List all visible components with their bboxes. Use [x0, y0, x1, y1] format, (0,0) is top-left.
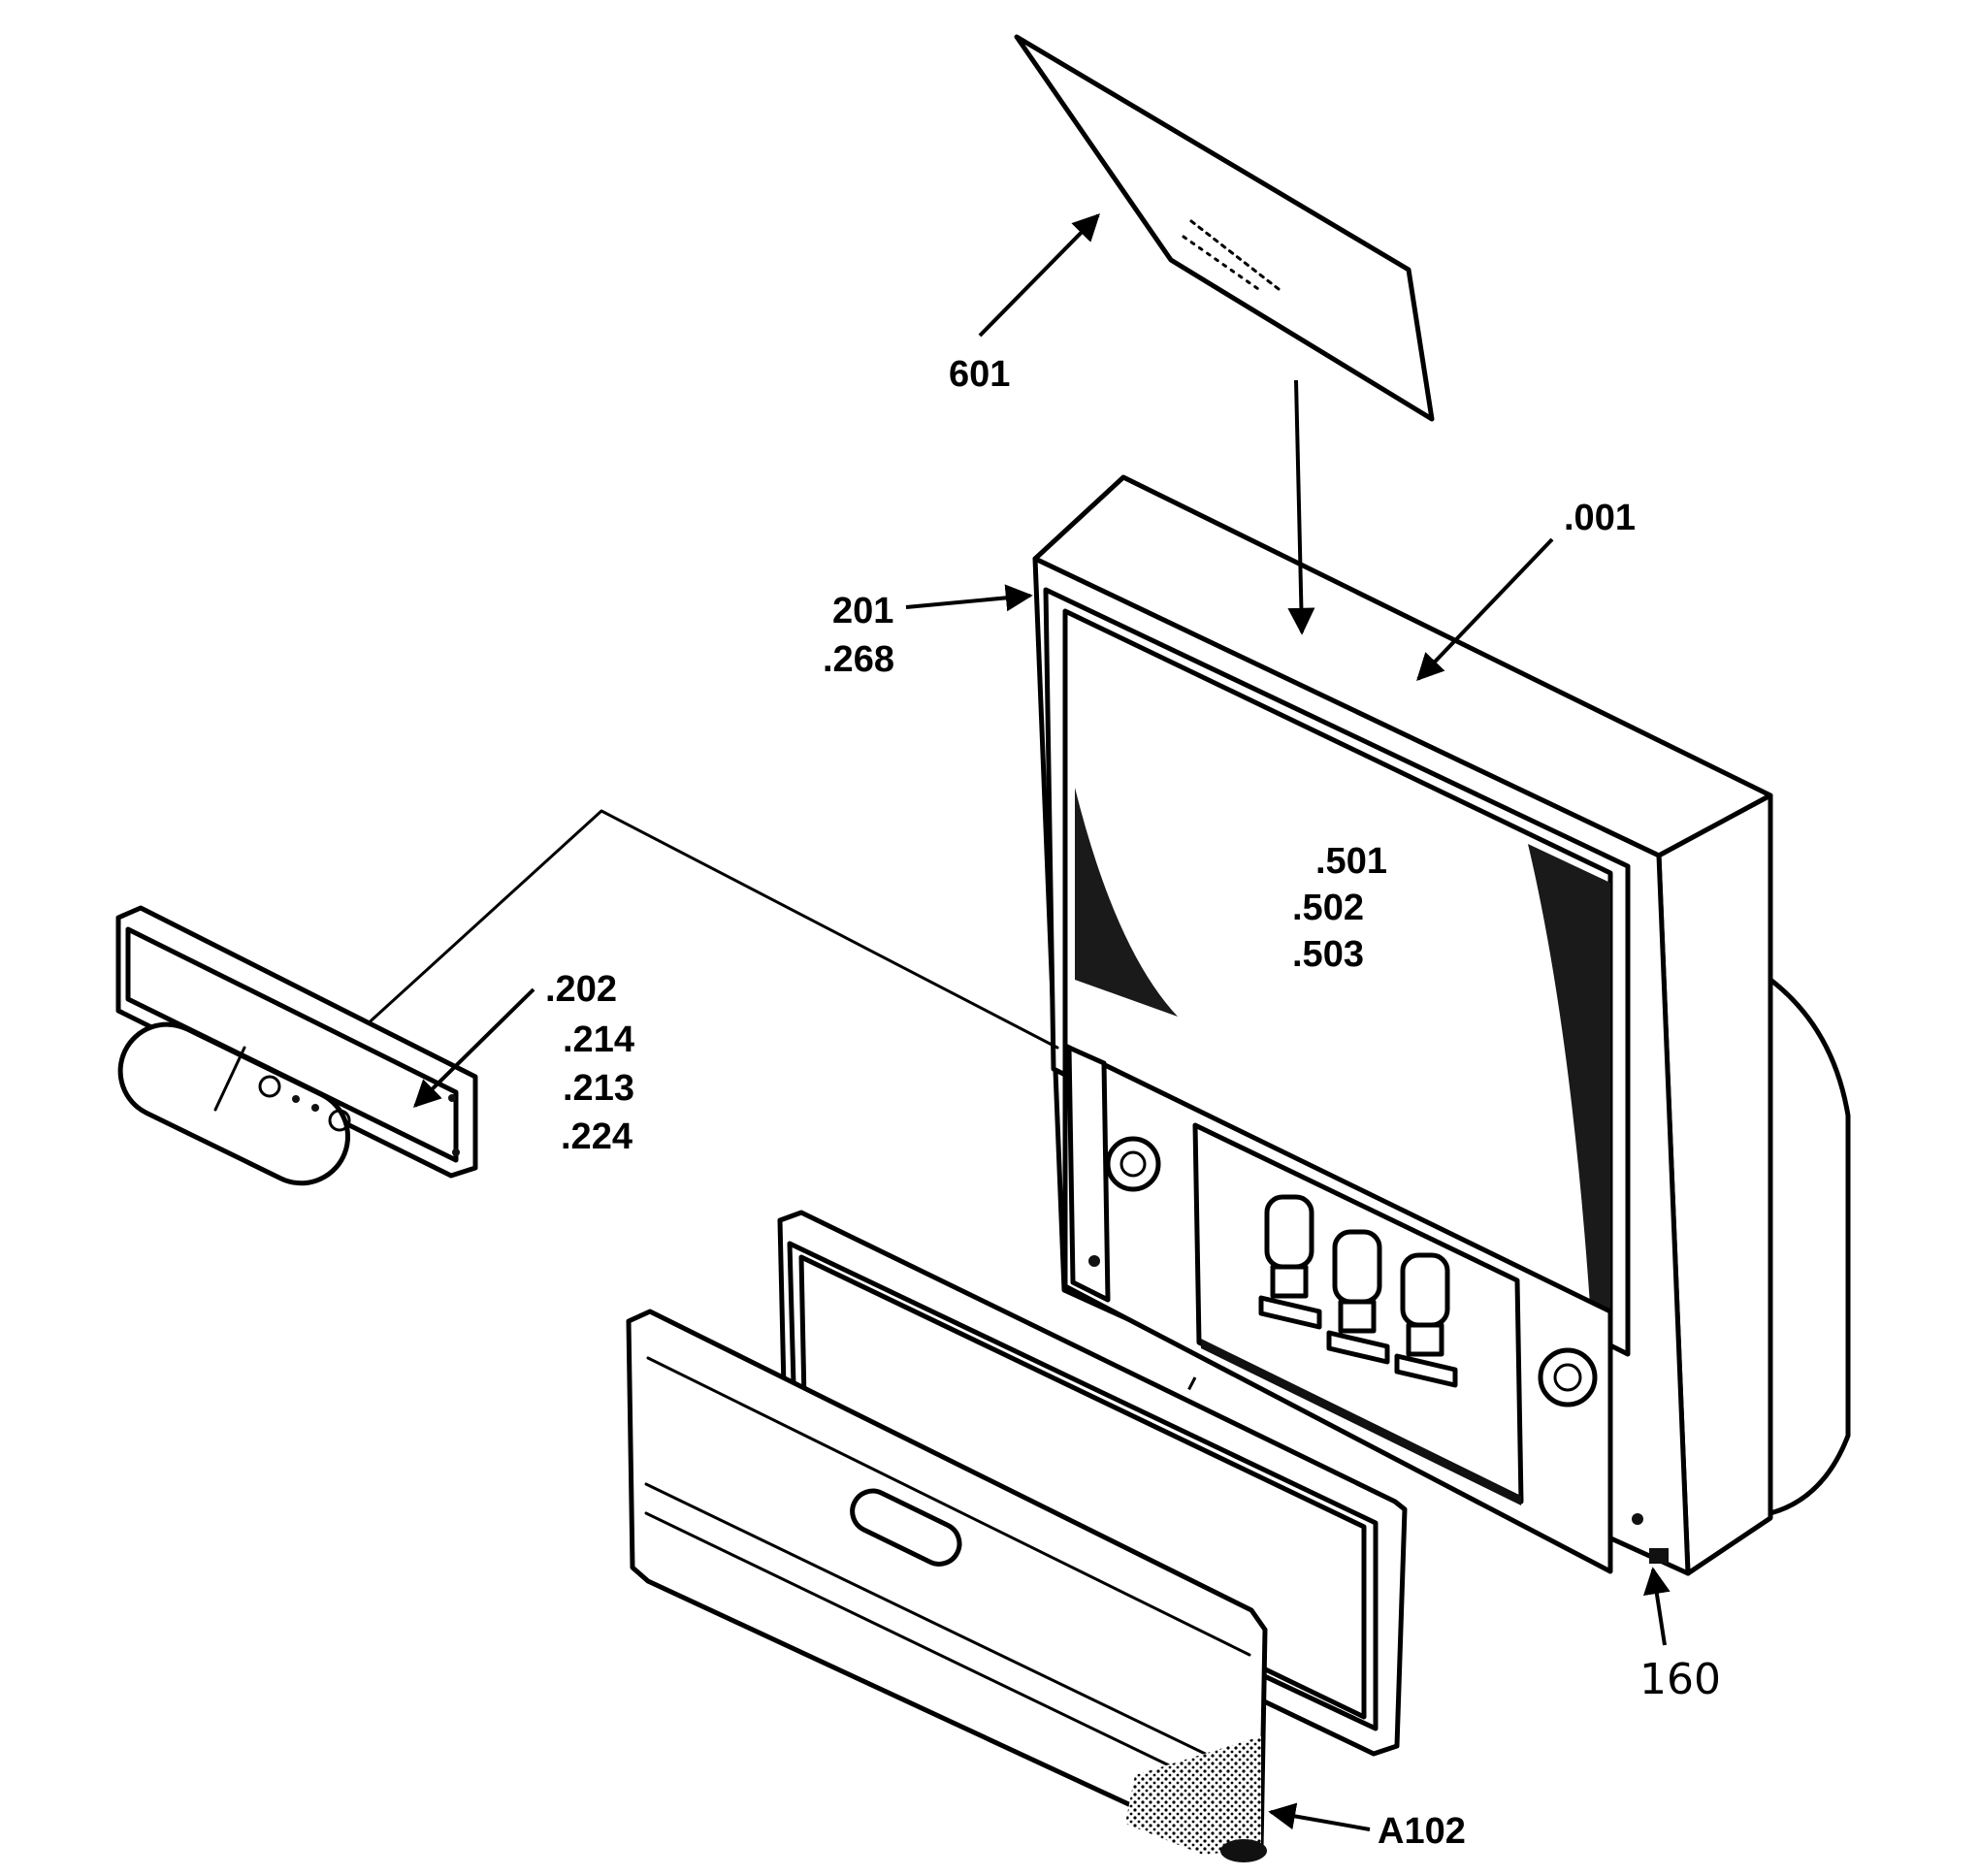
label-a102: A102 [1378, 1811, 1466, 1852]
label-202: .202 [545, 969, 617, 1010]
arrow-601 [978, 213, 1100, 338]
assembly-guide-line [318, 809, 1059, 1069]
label-214: .214 [563, 1019, 634, 1060]
arrow-001 [1416, 537, 1554, 682]
part-labels: 601 .001 201 .268 .501 .502 .503 .202 .2… [545, 354, 1721, 1852]
control-panel-202 [115, 905, 478, 1186]
top-card-601 [1014, 34, 1435, 422]
arrow-160 [1642, 1567, 1671, 1646]
arrow-a102 [1268, 1802, 1371, 1831]
front-cover-a102 [626, 1309, 1268, 1862]
arrow-202 [413, 987, 535, 1108]
crt-tube-red [1258, 1194, 1322, 1330]
crt-tube-green [1326, 1229, 1390, 1365]
label-201: 201 [832, 591, 893, 631]
label-268: .268 [823, 639, 894, 680]
callout-arrows [413, 213, 1671, 1831]
arrow-card-down [1287, 379, 1315, 635]
label-224: .224 [561, 1116, 633, 1157]
label-213: .213 [563, 1068, 634, 1109]
arrow-201 [905, 584, 1033, 612]
crt-tube-blue [1394, 1252, 1458, 1388]
label-502: .502 [1292, 888, 1364, 928]
label-503: .503 [1292, 934, 1364, 975]
label-601: 601 [949, 354, 1010, 395]
label-501: .501 [1315, 841, 1387, 882]
label-001: .001 [1564, 498, 1636, 538]
main-cabinet-001 [1032, 474, 1851, 1576]
label-160: 160 [1639, 1655, 1721, 1704]
